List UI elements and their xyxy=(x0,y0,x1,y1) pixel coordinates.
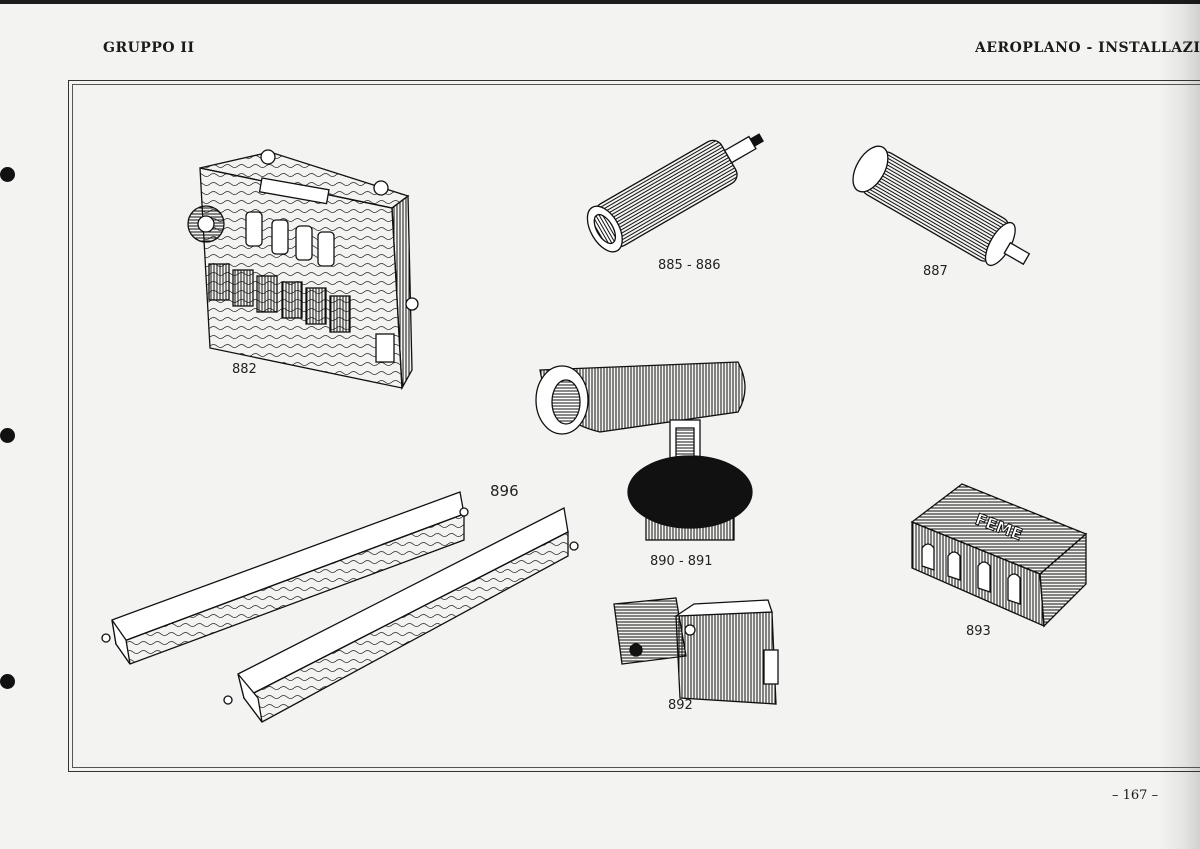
figure-label-892: 892 xyxy=(668,698,693,713)
plug-connector-illustration xyxy=(613,597,779,705)
group-heading: GRUPPO II xyxy=(103,40,195,56)
page-right-edge-shadow xyxy=(1158,0,1200,849)
wooden-rail-illustration xyxy=(101,491,579,723)
top-edge-strip xyxy=(0,0,1200,4)
figure-label-893: 893 xyxy=(966,624,991,639)
figure-label-887: 887 xyxy=(923,264,948,279)
cylinder-lamp-illustration xyxy=(852,145,1031,267)
figure-label-890-891: 890 - 891 xyxy=(650,554,713,569)
binder-hole xyxy=(0,428,15,443)
page-number: – 167 – xyxy=(1112,788,1159,803)
figure-label-882: 882 xyxy=(232,362,257,377)
plate-frame xyxy=(68,80,1200,772)
section-heading: AEROPLANO - INSTALLAZIO xyxy=(975,40,1200,56)
binder-hole xyxy=(0,674,15,689)
binder-hole xyxy=(0,167,15,182)
swivel-lamp-illustration xyxy=(535,361,753,541)
cylinder-lamp-illustration xyxy=(586,133,764,253)
plate-frame-inner xyxy=(72,84,1200,768)
figure-label-885-886: 885 - 886 xyxy=(658,258,721,273)
feme-box-illustration xyxy=(910,483,1088,628)
figure-label-896: 896 xyxy=(490,482,519,500)
junction-box-illustration xyxy=(187,149,419,391)
